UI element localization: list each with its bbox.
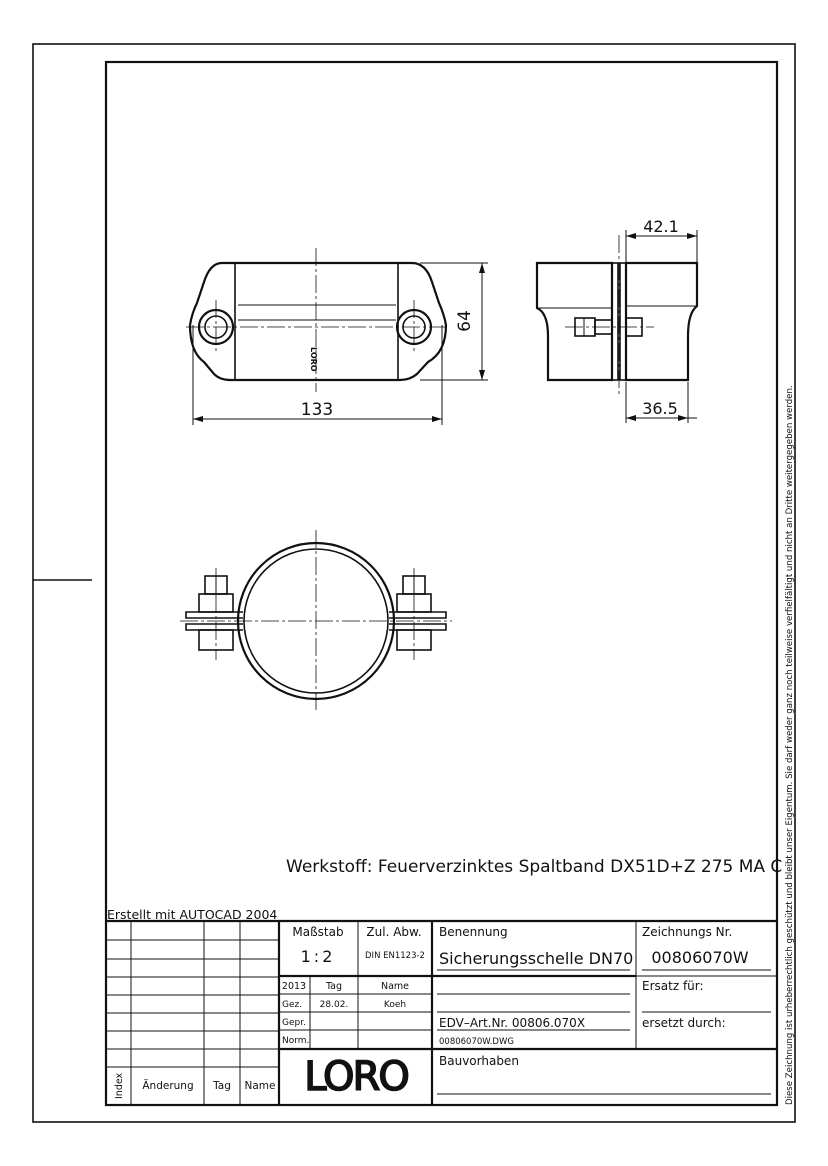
file-name: 00806070W.DWG — [439, 1037, 514, 1047]
year: 2013 — [282, 981, 306, 992]
project-label: Bauvorhaben — [439, 1054, 519, 1068]
revision-index-label: Index — [114, 1072, 125, 1099]
title-block — [106, 919, 777, 1105]
revision-day-label: Tag — [212, 1080, 231, 1092]
copyright-note: Diese Zeichnung ist urheberrechtlich ges… — [785, 385, 795, 1105]
drawing-number-value: 00806070W — [651, 948, 748, 967]
created-with-note: Erstellt mit AUTOCAD 2004 — [107, 907, 277, 922]
drawn-label: Gez. — [282, 1000, 302, 1010]
side-view-dimensions: 42.1 36.5 — [625, 217, 698, 423]
ring-view — [180, 530, 452, 710]
edv-article-number: EDV–Art.Nr. 00806.070X — [439, 1016, 585, 1030]
dimension-side-top: 42.1 — [643, 217, 679, 236]
tolerance-value: DIN EN1123-2 — [365, 951, 425, 961]
revision-change-label: Änderung — [142, 1079, 193, 1092]
scale-value: 1:2 — [301, 947, 336, 966]
scale-label: Maßstab — [292, 925, 343, 939]
dimension-width: 133 — [301, 400, 333, 420]
dimension-height: 64 — [455, 310, 475, 332]
designation-value: Sicherungsschelle DN70 — [439, 949, 633, 968]
drawing-frame — [104, 60, 779, 1107]
replacement-for-label: Ersatz für: — [642, 979, 704, 993]
front-view: LORO — [186, 248, 448, 392]
norm-label: Norm. — [282, 1036, 309, 1046]
front-view-stamp: LORO — [309, 347, 318, 372]
outer-border — [32, 43, 796, 1123]
day-label: Tag — [325, 981, 342, 992]
side-view — [535, 235, 699, 395]
material-note: Werkstoff: Feuerverzinktes Spaltband DX5… — [286, 857, 782, 877]
replaced-by-label: ersetzt durch: — [642, 1016, 726, 1030]
company-logo: LORO — [304, 1054, 408, 1100]
designation-label: Benennung — [439, 925, 508, 939]
drawn-date: 28.02. — [320, 1000, 349, 1010]
tolerance-label: Zul. Abw. — [366, 925, 421, 939]
drawn-name: Koeh — [384, 1000, 406, 1010]
name-label: Name — [381, 981, 409, 992]
checked-label: Gepr. — [282, 1018, 306, 1028]
dimension-side-bottom: 36.5 — [642, 399, 678, 418]
front-view-dimensions: 133 64 — [192, 262, 488, 425]
drawing-number-label: Zeichnungs Nr. — [642, 925, 732, 939]
revision-name-label: Name — [245, 1080, 276, 1092]
